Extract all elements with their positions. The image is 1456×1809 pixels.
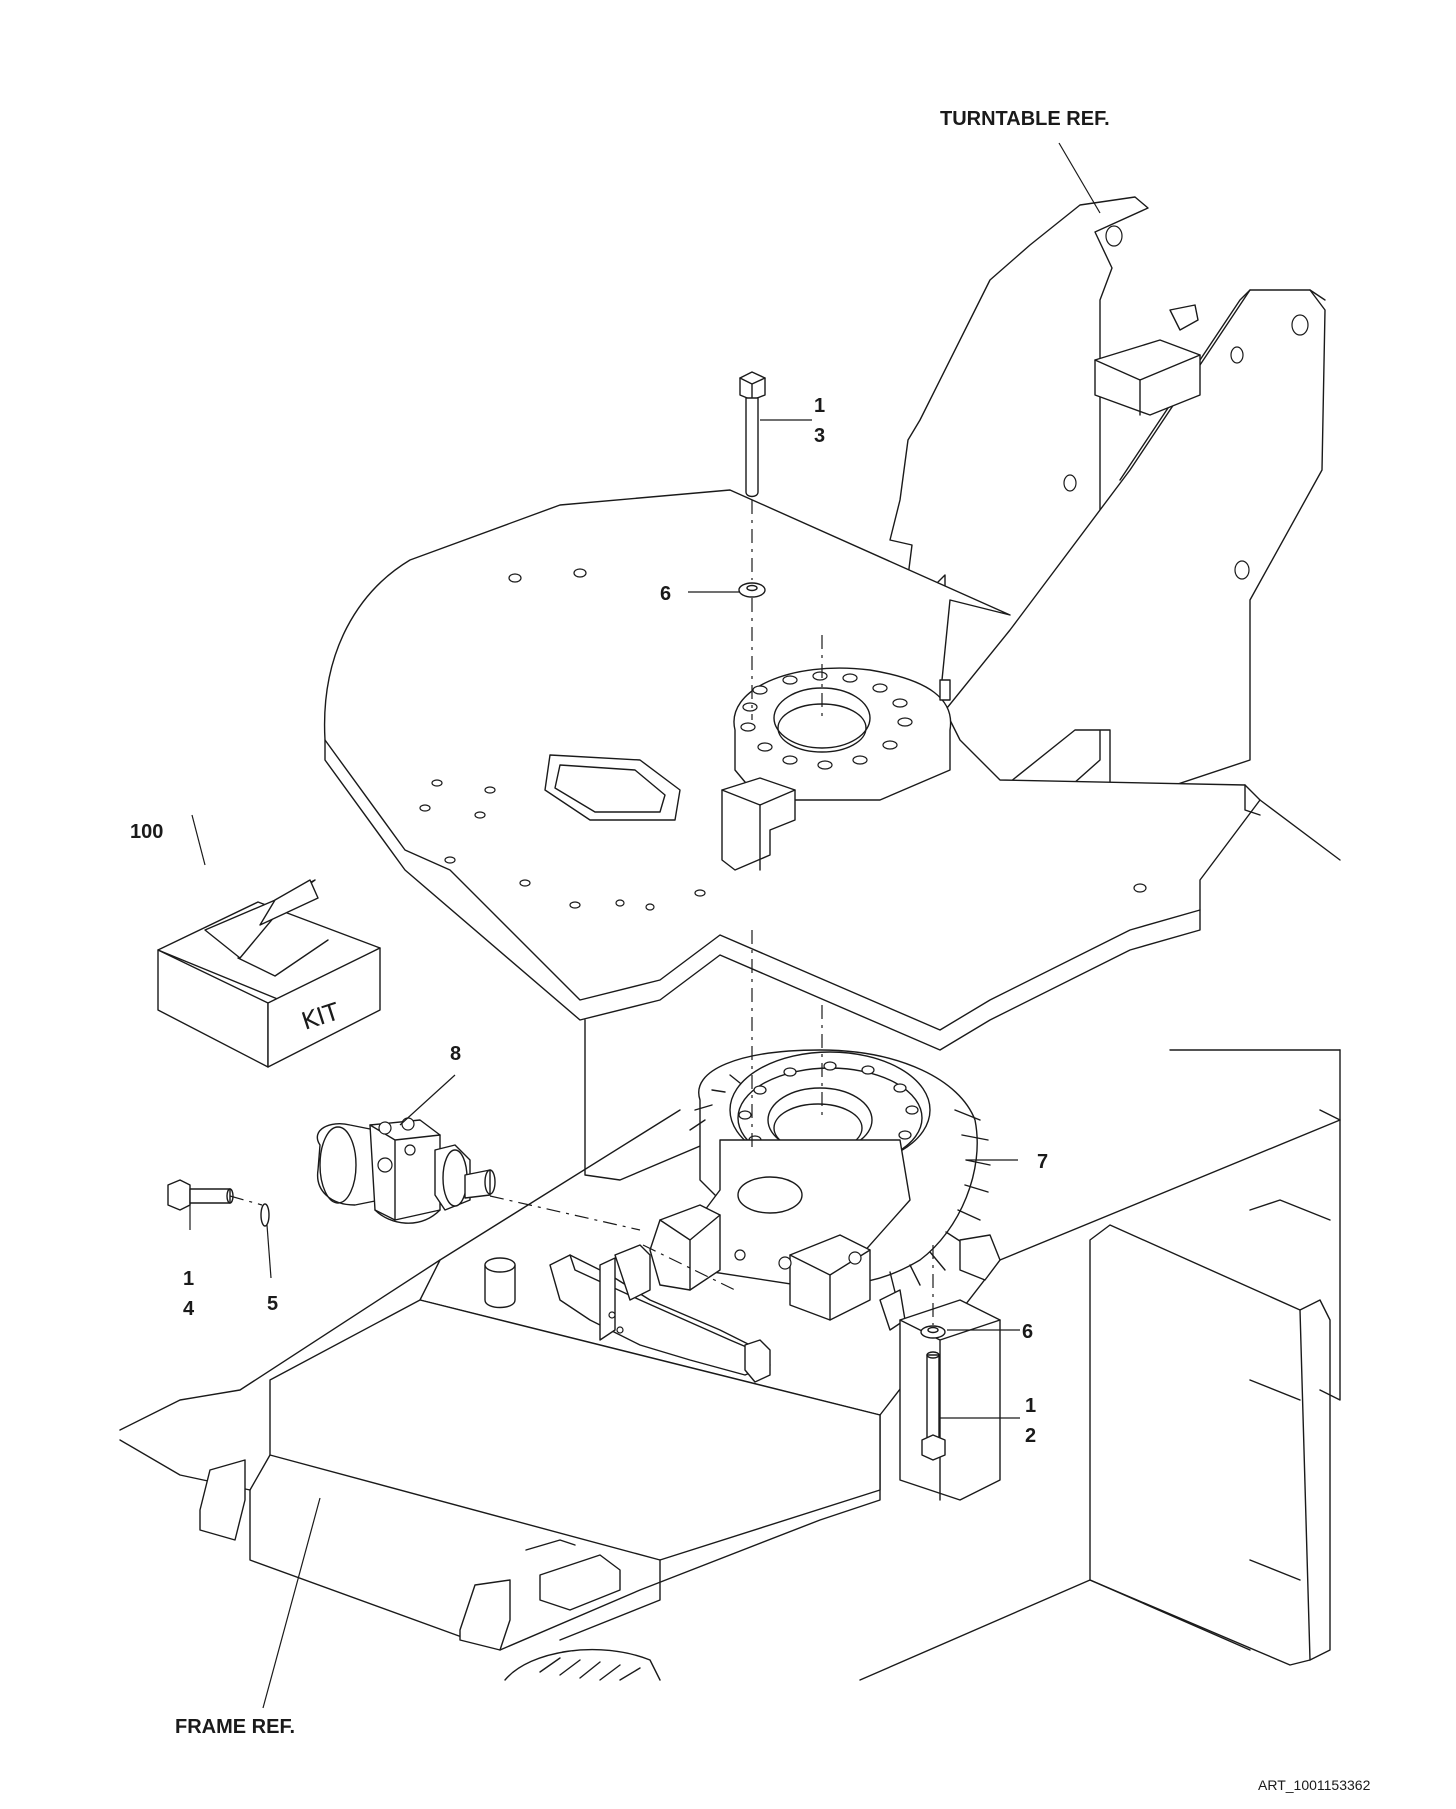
assembly-centerlines: [229, 500, 934, 1325]
callout-bolt-top-1: 1: [814, 395, 825, 417]
bolt-top: [739, 371, 766, 498]
hydraulic-motor: [316, 1117, 496, 1224]
callout-screw-left-1: 1: [183, 1268, 194, 1290]
kit-box: KIT: [157, 879, 381, 1068]
turntable-ref-label: TURNTABLE REF.: [940, 108, 1110, 130]
labels: TURNTABLE REF. FRAME REF. 100 1 3 6 8 7 …: [130, 108, 1371, 1793]
callout-motor: 8: [450, 1043, 461, 1065]
kit-number-label: 100: [130, 821, 163, 843]
washer-top: [738, 582, 766, 598]
bolt-bottom: [921, 1351, 946, 1461]
callout-bolt-bottom-1: 1: [1025, 1395, 1036, 1417]
art-id-label: ART_1001153362: [1258, 1777, 1371, 1793]
callout-washer-top: 6: [660, 583, 671, 605]
screw-left: [167, 1179, 234, 1211]
slew-drive: [649, 1049, 1001, 1501]
callout-washer-left: 5: [267, 1293, 278, 1315]
callout-bolt-top-2: 3: [814, 425, 825, 447]
callout-slew-drive: 7: [1037, 1151, 1048, 1173]
callout-leaders: [189, 142, 1101, 1709]
callout-washer-bottom: 6: [1022, 1321, 1033, 1343]
turntable-deck: [323, 489, 1341, 1051]
bearing-bolt-circle: [740, 671, 913, 770]
frame-ref-label: FRAME REF.: [175, 1716, 295, 1738]
frame: [119, 1019, 1341, 1681]
washer-left: [260, 1203, 270, 1227]
callout-bolt-bottom-2: 2: [1025, 1425, 1036, 1447]
sensor-bracket: [549, 1244, 771, 1383]
callout-screw-left-2: 4: [183, 1298, 195, 1320]
washer-bottom: [920, 1325, 946, 1339]
